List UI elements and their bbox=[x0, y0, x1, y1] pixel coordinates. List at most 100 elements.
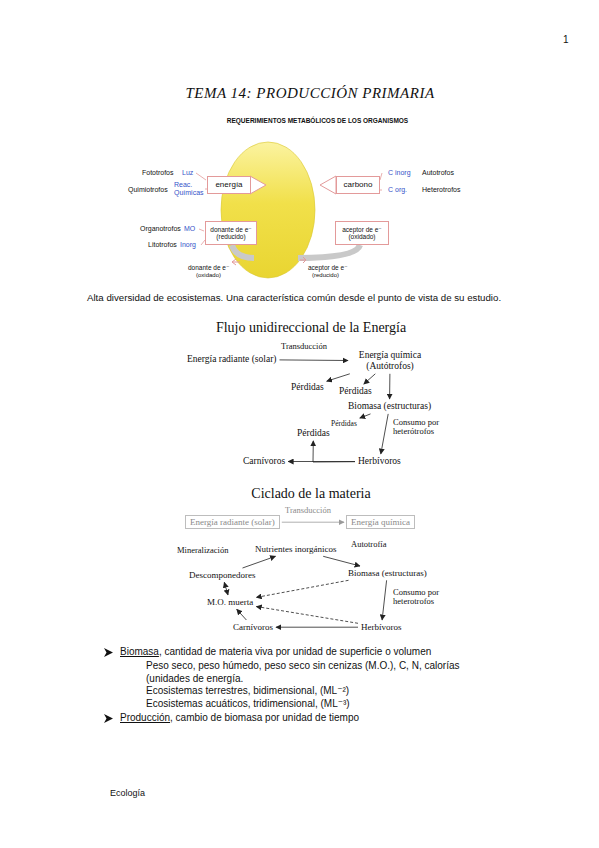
body-text: Alta diversidad de ecosistemas. Una cara… bbox=[87, 292, 501, 304]
node-text: (oxidado) bbox=[348, 233, 375, 240]
node-text: Descomponedores bbox=[189, 570, 255, 580]
section-heading: Flujo unidireccional de la Energía bbox=[22, 320, 599, 337]
source-label: Reac. Químicas bbox=[174, 181, 206, 196]
node-text: Herbívoros bbox=[361, 622, 402, 632]
body-text: Ecosistemas terrestres, bidimensional, (… bbox=[146, 685, 349, 697]
page-title: TEMA 14: PRODUCCIÓN PRIMARIA bbox=[20, 84, 599, 102]
output-label: (oxidado) bbox=[196, 272, 221, 279]
flow-node: Biomasa (estructuras) bbox=[347, 568, 428, 578]
source-label: C org. bbox=[388, 186, 407, 194]
grey-box: Energía química bbox=[346, 515, 415, 529]
node-text: Pérdidas bbox=[331, 420, 357, 429]
flow-node: Pérdidas bbox=[290, 382, 325, 393]
edge-label: Consumo por heterotrofos bbox=[392, 588, 450, 607]
flow-node: Energía radiante (solar) bbox=[186, 354, 278, 365]
connector bbox=[389, 374, 390, 399]
out-arrow bbox=[300, 257, 306, 263]
node-text: Pérdidas bbox=[339, 386, 372, 397]
grey-box: Energía radiante (solar) bbox=[185, 515, 280, 529]
term: Biomasa bbox=[120, 646, 159, 658]
node-text: (reducido) bbox=[216, 233, 245, 240]
flow-node: Carnívoros bbox=[232, 622, 274, 632]
type-label: Heterotrofos bbox=[422, 186, 461, 194]
type-label: Autotrofos bbox=[422, 169, 454, 177]
source-label: MO bbox=[184, 225, 195, 233]
connector bbox=[360, 414, 371, 418]
node-text: Energía radiante (solar) bbox=[187, 354, 277, 365]
node-text: aceptor de e⁻ bbox=[342, 226, 382, 233]
flow-node: Pérdidas bbox=[296, 428, 331, 439]
flow-node: Biomasa (estructuras) bbox=[347, 401, 432, 412]
body-text: , cambio de biomasa por unidad de tiempo bbox=[170, 712, 359, 724]
flow-node: Energía química (Autótrofos) bbox=[350, 350, 430, 372]
edge-label: Mineralización bbox=[176, 546, 229, 555]
connector bbox=[382, 580, 387, 620]
source-label: Inorg bbox=[180, 241, 196, 249]
electron-band bbox=[232, 245, 254, 258]
energy-arrow-tip bbox=[250, 176, 266, 194]
node-text: carbono bbox=[344, 180, 373, 189]
flow-node: M.O. muerta bbox=[206, 597, 254, 607]
flow-node: Carnívoros bbox=[242, 456, 286, 467]
source-label: Luz bbox=[182, 169, 193, 177]
source-label: C inorg bbox=[388, 169, 411, 177]
node-text: Energía química bbox=[351, 517, 410, 527]
type-label: Quimiotrofos bbox=[128, 186, 168, 194]
connector bbox=[276, 627, 358, 628]
section-heading: Ciclado de la materia bbox=[22, 486, 599, 503]
node-text: Energía química (Autótrofos) bbox=[351, 350, 429, 372]
node-text: Biomasa (estructuras) bbox=[348, 568, 427, 578]
connector bbox=[256, 607, 358, 624]
connector bbox=[224, 582, 228, 595]
connector bbox=[381, 414, 388, 454]
pink-box: donante de e⁻(reducido) bbox=[205, 221, 257, 245]
type-label: Organotrofos bbox=[140, 225, 181, 233]
carbon-arrow-tip bbox=[320, 176, 336, 194]
flow-node: Descomponedores bbox=[188, 570, 256, 580]
node-text: Carnívoros bbox=[243, 456, 285, 467]
connector bbox=[243, 556, 276, 568]
node-text: M.O. muerta bbox=[207, 597, 253, 607]
type-label: Litotrofos bbox=[148, 241, 177, 249]
output-label: aceptor de e⁻ bbox=[308, 264, 348, 272]
footer: Ecología bbox=[110, 788, 145, 799]
leader-line bbox=[196, 173, 382, 245]
flow-node: Herbívoros bbox=[357, 456, 402, 467]
node-text: Energía radiante (solar) bbox=[190, 517, 275, 527]
node-text: Herbívoros bbox=[358, 456, 401, 467]
type-label: Fototrofos bbox=[142, 169, 174, 177]
connector bbox=[327, 374, 350, 381]
page-number: 1 bbox=[563, 34, 569, 46]
output-label: (reducido) bbox=[312, 272, 339, 279]
node-text: donante de e⁻ bbox=[210, 226, 251, 233]
flow-node: Nutrientes inorgánicos bbox=[254, 544, 338, 554]
edge-label: Autotrofía bbox=[350, 540, 387, 549]
edge-label: Transducción bbox=[284, 506, 332, 515]
flow-node: Pérdidas bbox=[338, 386, 373, 397]
pink-box: carbono bbox=[336, 176, 380, 194]
body-text: Ecosistemas acuáticos, tridimensional, (… bbox=[146, 698, 350, 710]
connector bbox=[323, 556, 360, 566]
connector bbox=[256, 580, 348, 597]
flow-node: Pérdidas bbox=[330, 420, 358, 429]
pink-box: aceptor de e⁻(oxidado) bbox=[335, 221, 389, 245]
connector bbox=[313, 441, 355, 462]
connector bbox=[364, 374, 376, 384]
output-label: donante de e⁻ bbox=[188, 264, 229, 272]
node-text: Pérdidas bbox=[297, 428, 330, 439]
electron-band bbox=[298, 245, 360, 258]
node-text: Pérdidas bbox=[291, 382, 324, 393]
node-text: Carnívoros bbox=[233, 622, 273, 632]
edge-label: Consumo por heterótrofos bbox=[392, 418, 450, 437]
connector bbox=[282, 522, 344, 523]
term: Producción bbox=[120, 712, 170, 724]
bullet-arrow bbox=[104, 714, 113, 723]
node-text: Biomasa (estructuras) bbox=[348, 401, 431, 412]
body-text: Peso seco, peso húmedo, peso seco sin ce… bbox=[146, 659, 496, 685]
edge-label: Transducción bbox=[280, 342, 328, 351]
node-text: energía bbox=[215, 180, 242, 189]
pink-box: energía bbox=[207, 176, 251, 194]
body-text: , cantidad de materia viva por unidad de… bbox=[159, 646, 431, 658]
connector bbox=[237, 609, 247, 620]
flow-node: Herbívoros bbox=[360, 622, 403, 632]
